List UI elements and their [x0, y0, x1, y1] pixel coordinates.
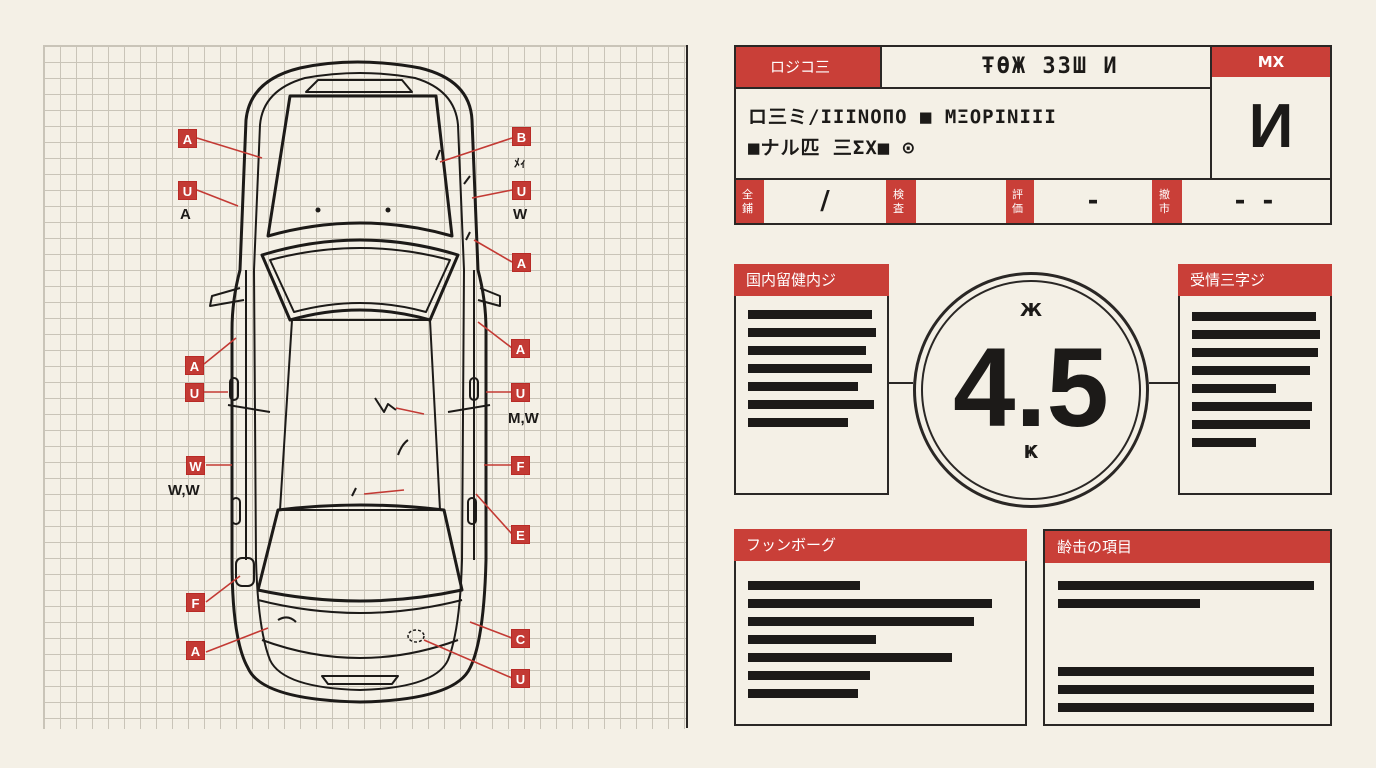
header-rule [736, 87, 1210, 89]
options-text [748, 581, 998, 707]
received-info-title: 受情三字ジ [1178, 264, 1332, 296]
vehicle-diagram-grid [43, 45, 687, 729]
domestic-history-text [748, 310, 876, 436]
rating-circle-inner [921, 280, 1141, 500]
header-line-1: ロ三ミ/ΙΙΙΝΟΠΟ ■ ΜΞΟΡΙΝΙΙΙ [748, 106, 1057, 128]
info-cell-value: - - [1234, 186, 1278, 216]
damage-note: W [513, 206, 528, 223]
damage-tag-a[interactable]: A [512, 253, 531, 272]
damage-tag-u[interactable]: U [185, 383, 204, 402]
damage-tag-u[interactable]: U [511, 669, 530, 688]
damage-tag-a[interactable]: A [186, 641, 205, 660]
info-cell-label: 評 価 [1006, 180, 1034, 223]
damage-tag-e[interactable]: E [511, 525, 530, 544]
damage-tag-u[interactable]: U [511, 383, 530, 402]
info-cell-label: 全 鋪 [736, 180, 764, 223]
overall-score: 4.5 [953, 325, 1109, 450]
damage-note: W,W [168, 482, 200, 499]
info-cell-label: 検 査 [886, 180, 916, 223]
notes-title: 齢击の項目 [1045, 531, 1330, 563]
received-info-panel [1178, 264, 1332, 495]
damage-tag-f[interactable]: F [186, 593, 205, 612]
notes-text [1058, 581, 1318, 617]
rating-bottom-mark: Ҝ [1023, 442, 1039, 463]
damage-tag-c[interactable]: C [511, 629, 530, 648]
damage-tag-a[interactable]: A [185, 356, 204, 375]
damage-tag-w[interactable]: W [186, 456, 205, 475]
damage-note: ﾒｨ [514, 156, 527, 170]
received-info-text [1192, 312, 1320, 456]
section-divider [686, 45, 688, 728]
rating-top-mark: Ж [1019, 300, 1043, 321]
grade-value: И [1248, 92, 1294, 161]
header-line-2: ■ナル匹 三ΣΧ■ ⊙ [748, 137, 916, 159]
damage-tag-b[interactable]: B [512, 127, 531, 146]
damage-tag-f[interactable]: F [511, 456, 530, 475]
rating-connector-left [889, 382, 913, 384]
damage-tag-a[interactable]: A [511, 339, 530, 358]
options-title: フッンボーグ [734, 529, 1027, 561]
header-tab: ロジコ三 [736, 47, 880, 87]
header-tab-divider [880, 47, 882, 87]
damage-tag-a[interactable]: A [178, 129, 197, 148]
damage-note: M,W [508, 410, 539, 427]
info-cell-value: - [1087, 186, 1099, 216]
rating-circle [913, 272, 1149, 508]
info-cell-label: 撤 市 [1152, 180, 1182, 223]
rating-connector-right [1149, 382, 1178, 384]
domestic-history-title: 国内留健内ジ [734, 264, 889, 296]
header-title-code: ŦӨЖ ЗЗШ И [981, 54, 1119, 79]
notes-text-lower [1058, 667, 1318, 721]
info-cell-value: / [820, 186, 830, 216]
domestic-history-panel [734, 264, 889, 495]
damage-tag-u[interactable]: U [178, 181, 197, 200]
damage-tag-u[interactable]: U [512, 181, 531, 200]
grade-tab: ⅯⅩ [1212, 47, 1330, 77]
damage-note: A [180, 206, 191, 223]
